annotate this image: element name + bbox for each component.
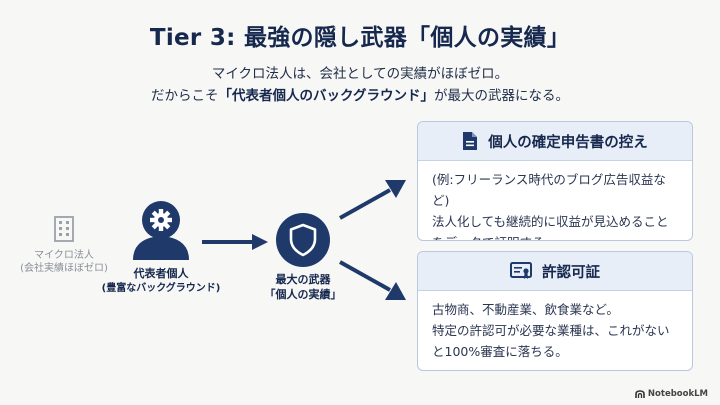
arrow-to-weapon [202,234,268,250]
subtitle-line-1: マイクロ法人は、会社としての実績がほぼゼロ。 [211,66,509,82]
subtitle-line-2: だからこそ「代表者個人のバックグラウンド」が最大の武器になる。 [0,85,720,107]
card-tax-return-header: 個人の確定申告書の控え [418,122,692,161]
card-license: 許認可証 古物商、不動産業、飲食業など。 特定の許認可が必要な業種は、これがない… [417,251,693,371]
notebooklm-logo-icon [635,389,645,398]
card-license-line-2: 特定の許認可が必要な業種は、これがない [432,323,670,338]
branch-arrows [339,180,406,300]
certificate-icon [510,262,532,279]
card-license-body: 古物商、不動産業、飲食業など。 特定の許認可が必要な業種は、これがない と100… [418,291,692,362]
card-tax-return: 個人の確定申告書の控え (例:フリーランス時代のブログ広告収益など) 法人化して… [417,121,693,241]
subtitle-line-2-after: が最大の武器になる。 [433,88,569,104]
subtitle-line-2-before: だからこそ [151,88,219,104]
card-license-header: 許認可証 [418,252,692,291]
card-tax-return-line-2: 法人化しても継続的に収益が見込めること [432,214,669,229]
notebooklm-watermark: NotebookLM [635,389,708,399]
page-title: Tier 3: 最強の隠し武器「個人の実績」 [149,25,571,51]
arrow-to-tax-return [339,180,406,220]
representative-label-1: 代表者個人 [133,267,189,280]
subtitle-emphasis: 「代表者個人のバックグラウンド」 [218,88,434,104]
weapon-node: 最大の武器 「個人の実績」 [248,212,358,302]
card-tax-return-body: (例:フリーランス時代のブログ広告収益など) 法人化しても継続的に収益が見込める… [418,161,692,240]
building-icon [54,216,74,242]
card-license-line-3: と100%審査に落ちる。 [432,344,568,359]
representative-label-2: (豊富なバックグラウンド) [101,283,221,294]
card-license-line-1: 古物商、不動産業、飲食業など。 [432,302,619,317]
weapon-label-2: 「個人の実績」 [264,288,342,301]
subtitle: マイクロ法人は、会社としての実績がほぼゼロ。 だからこそ「代表者個人のバックグラ… [0,63,720,107]
representative-node: 代表者個人 (豊富なバックグラウンド) [96,200,226,296]
card-tax-return-line-1: (例:フリーランス時代のブログ広告収益など) [432,172,666,208]
document-icon [463,132,478,150]
shield-icon [276,213,330,267]
company-label-1: マイクロ法人 [34,250,94,261]
weapon-label-1: 最大の武器 [275,273,331,286]
person-gear-icon [133,201,189,260]
card-license-title: 許認可証 [542,264,600,281]
card-tax-return-line-3: をデータで証明する。 [432,232,680,240]
company-node: マイクロ法人 (会社実績ほぼゼロ) [14,215,114,275]
watermark-label: NotebookLM [647,389,708,399]
card-tax-return-title: 個人の確定申告書の控え [488,134,648,151]
company-label-2: (会社実績ほぼゼロ) [20,263,108,274]
arrow-to-license [339,260,406,300]
